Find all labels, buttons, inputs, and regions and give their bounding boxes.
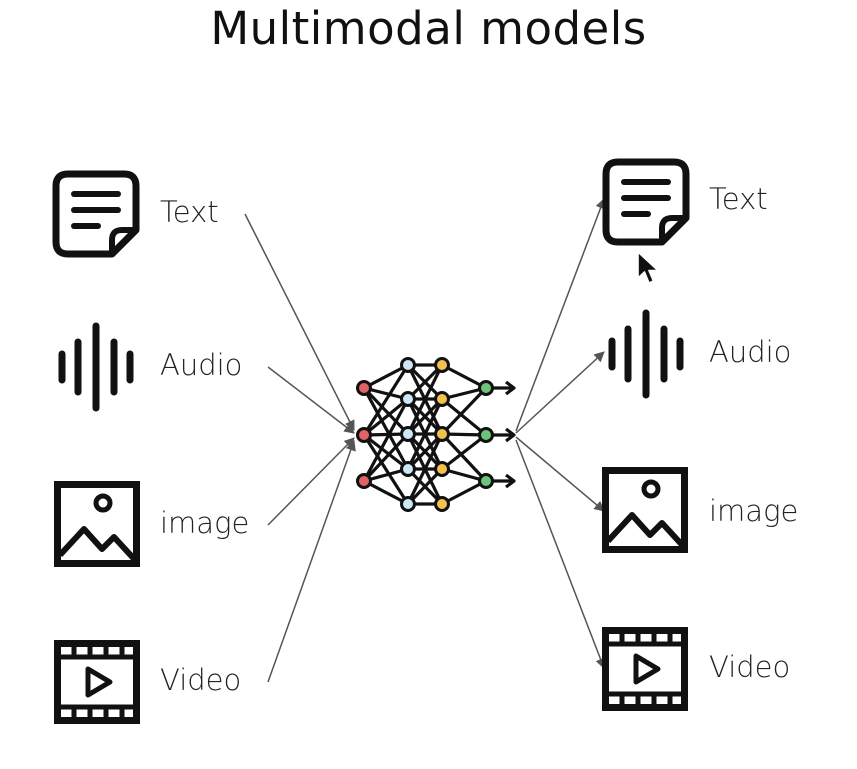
input-label-audio: Audio [160,348,243,382]
image-icon [602,467,688,553]
neural-network-icon [356,357,516,512]
arrow-output-text [515,198,606,432]
arrow-output-video [515,439,606,669]
document-icon [602,158,690,246]
arrow-input-text [244,213,355,431]
mouse-cursor-icon [637,251,659,284]
arrow-input-video [267,440,356,683]
output-label-text: Text [709,182,768,216]
arrow-input-image [267,437,355,526]
output-label-audio: Audio [709,335,792,369]
input-label-video: Video [160,663,242,697]
audio-waveform-icon [608,309,684,399]
audio-waveform-icon [58,322,134,412]
output-label-video: Video [709,650,791,684]
video-icon [54,640,140,724]
page-title: Multimodal models [210,2,647,55]
input-label-image: image [160,506,250,540]
document-icon [52,170,140,258]
arrow-output-audio [515,351,605,434]
input-label-text: Text [160,195,219,229]
output-label-image: image [709,494,799,528]
arrow-input-audio [267,366,355,434]
video-icon [602,627,688,711]
image-icon [54,481,140,567]
arrow-output-image [515,436,605,512]
